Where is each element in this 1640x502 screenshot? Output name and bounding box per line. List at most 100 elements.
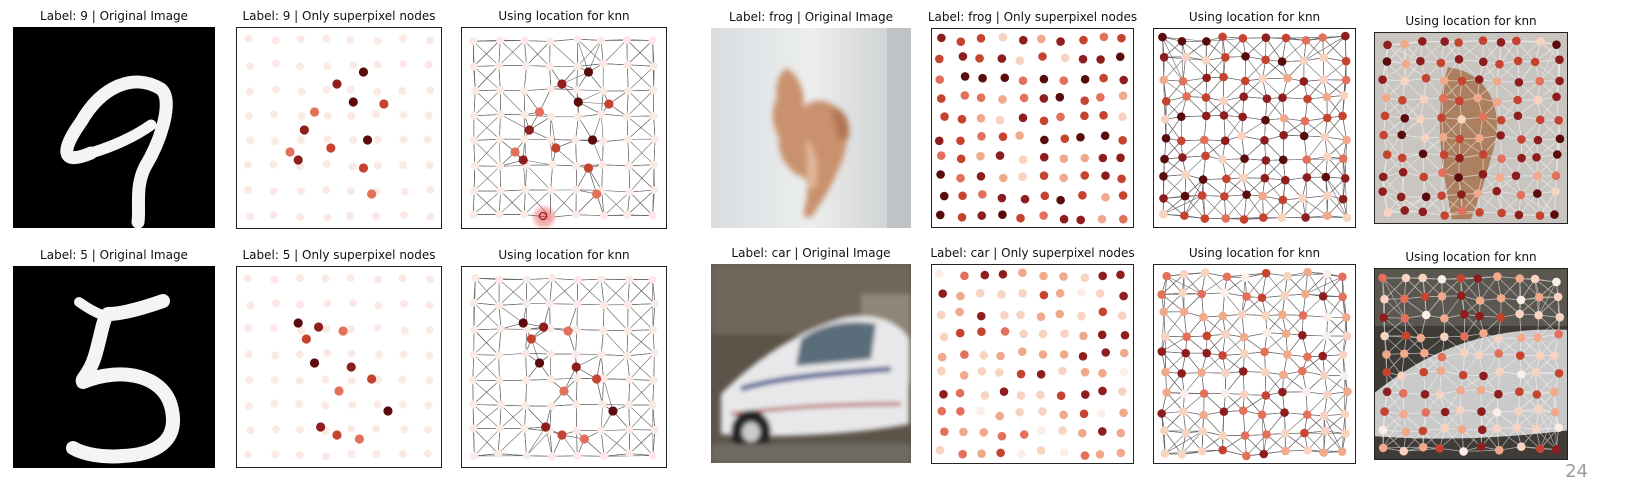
superpixel-node	[1059, 272, 1068, 281]
superpixel-node	[976, 151, 985, 161]
superpixel-node	[1218, 445, 1227, 455]
superpixel-node	[374, 375, 383, 384]
superpixel-node	[1382, 368, 1391, 377]
superpixel-node	[1097, 330, 1107, 340]
superpixel-node	[244, 34, 253, 43]
superpixel-node	[1341, 31, 1350, 41]
superpixel-node	[272, 299, 281, 308]
superpixel-node	[998, 95, 1007, 104]
superpixel-node	[296, 135, 305, 144]
superpixel-node	[1238, 406, 1248, 415]
superpixel-node	[998, 210, 1007, 219]
superpixel-node	[587, 135, 598, 145]
superpixel-node	[572, 325, 581, 334]
superpixel-node	[1552, 150, 1562, 159]
superpixel-node	[520, 424, 529, 433]
superpixel-node	[1281, 175, 1290, 185]
superpixel-node	[469, 298, 478, 307]
superpixel-node	[1240, 431, 1250, 440]
superpixel-node	[977, 367, 987, 376]
superpixel-node	[469, 62, 478, 71]
superpixel-node	[349, 299, 358, 308]
superpixel-node	[1440, 407, 1450, 417]
superpixel-node	[1497, 154, 1506, 164]
plot-frame	[1153, 264, 1356, 464]
superpixel-node	[400, 326, 409, 335]
superpixel-node	[1318, 33, 1327, 42]
plot-frame	[461, 27, 667, 229]
superpixel-node	[1160, 154, 1169, 164]
superpixel-node	[623, 60, 632, 69]
superpixel-node	[1157, 409, 1166, 418]
superpixel-node	[1497, 208, 1506, 218]
superpixel-node	[496, 36, 505, 45]
superpixel-node	[346, 36, 355, 45]
superpixel-node	[1398, 96, 1407, 105]
panel-mnist9-knn: Using location for knn	[461, 9, 667, 229]
superpixel-node	[1477, 407, 1486, 416]
superpixel-node	[309, 107, 320, 117]
superpixel-node	[1077, 311, 1086, 321]
superpixel-node	[1341, 429, 1350, 438]
panel-mnist5-original: Label: 5 | Original Image	[13, 248, 215, 468]
superpixel-node	[1116, 428, 1126, 438]
superpixel-node	[1437, 274, 1447, 284]
superpixel-node	[1076, 215, 1086, 225]
superpixel-node	[1221, 53, 1230, 62]
superpixel-node	[650, 62, 659, 71]
superpixel-node	[1261, 33, 1271, 42]
superpixel-node	[269, 187, 278, 196]
superpixel-node	[1338, 272, 1347, 282]
superpixel-node	[1180, 211, 1189, 220]
superpixel-node	[1383, 208, 1393, 217]
superpixel-node	[246, 62, 255, 71]
superpixel-node	[1079, 331, 1088, 341]
superpixel-node	[1038, 329, 1048, 339]
frog-photo-image	[711, 28, 911, 228]
superpixel-node	[271, 425, 280, 434]
superpixel-node	[1018, 35, 1028, 45]
superpixel-node	[960, 91, 970, 100]
superpixel-node	[1037, 426, 1046, 435]
superpixel-node	[1040, 135, 1049, 145]
knn-overlay-plot	[1375, 33, 1567, 223]
superpixel-node	[244, 350, 253, 359]
superpixel-node	[1492, 408, 1502, 417]
superpixel-node	[1319, 411, 1329, 421]
superpixel-node	[1420, 292, 1430, 301]
superpixel-node	[1242, 451, 1251, 461]
panel-car-original: Label: car | Original Image	[711, 246, 911, 463]
superpixel-node	[1380, 407, 1389, 416]
superpixel-node	[522, 275, 531, 284]
superpixel-node	[573, 451, 582, 460]
superpixel-node	[1514, 406, 1524, 416]
superpixel-node	[1238, 112, 1247, 122]
superpixel-node	[1080, 171, 1090, 180]
plot-frame	[236, 266, 442, 468]
superpixel-node	[995, 411, 1005, 421]
superpixel-node	[997, 290, 1006, 299]
superpixel-node	[1199, 312, 1208, 322]
superpixel-node	[1237, 131, 1247, 141]
superpixel-node	[976, 114, 986, 123]
superpixel-node	[937, 366, 946, 376]
superpixel-node	[572, 161, 581, 170]
superpixel-node	[1238, 173, 1248, 183]
superpixel-node	[1320, 371, 1329, 380]
superpixel-node-plot	[934, 32, 1128, 225]
superpixel-node	[1019, 329, 1028, 339]
superpixel-node	[1319, 448, 1329, 457]
superpixel-node	[1220, 288, 1229, 298]
superpixel-node	[1554, 368, 1564, 378]
superpixel-node	[1555, 55, 1564, 65]
superpixel-node	[1218, 32, 1227, 42]
superpixel-node	[1116, 270, 1125, 280]
superpixel-node	[980, 270, 990, 280]
superpixel-node	[1039, 290, 1049, 300]
pointer-cursor	[531, 204, 557, 230]
superpixel-node	[1381, 93, 1391, 103]
superpixel-node	[1418, 149, 1428, 159]
superpixel-node	[573, 374, 582, 383]
superpixel-node	[545, 299, 554, 308]
superpixel-node	[1514, 210, 1524, 220]
